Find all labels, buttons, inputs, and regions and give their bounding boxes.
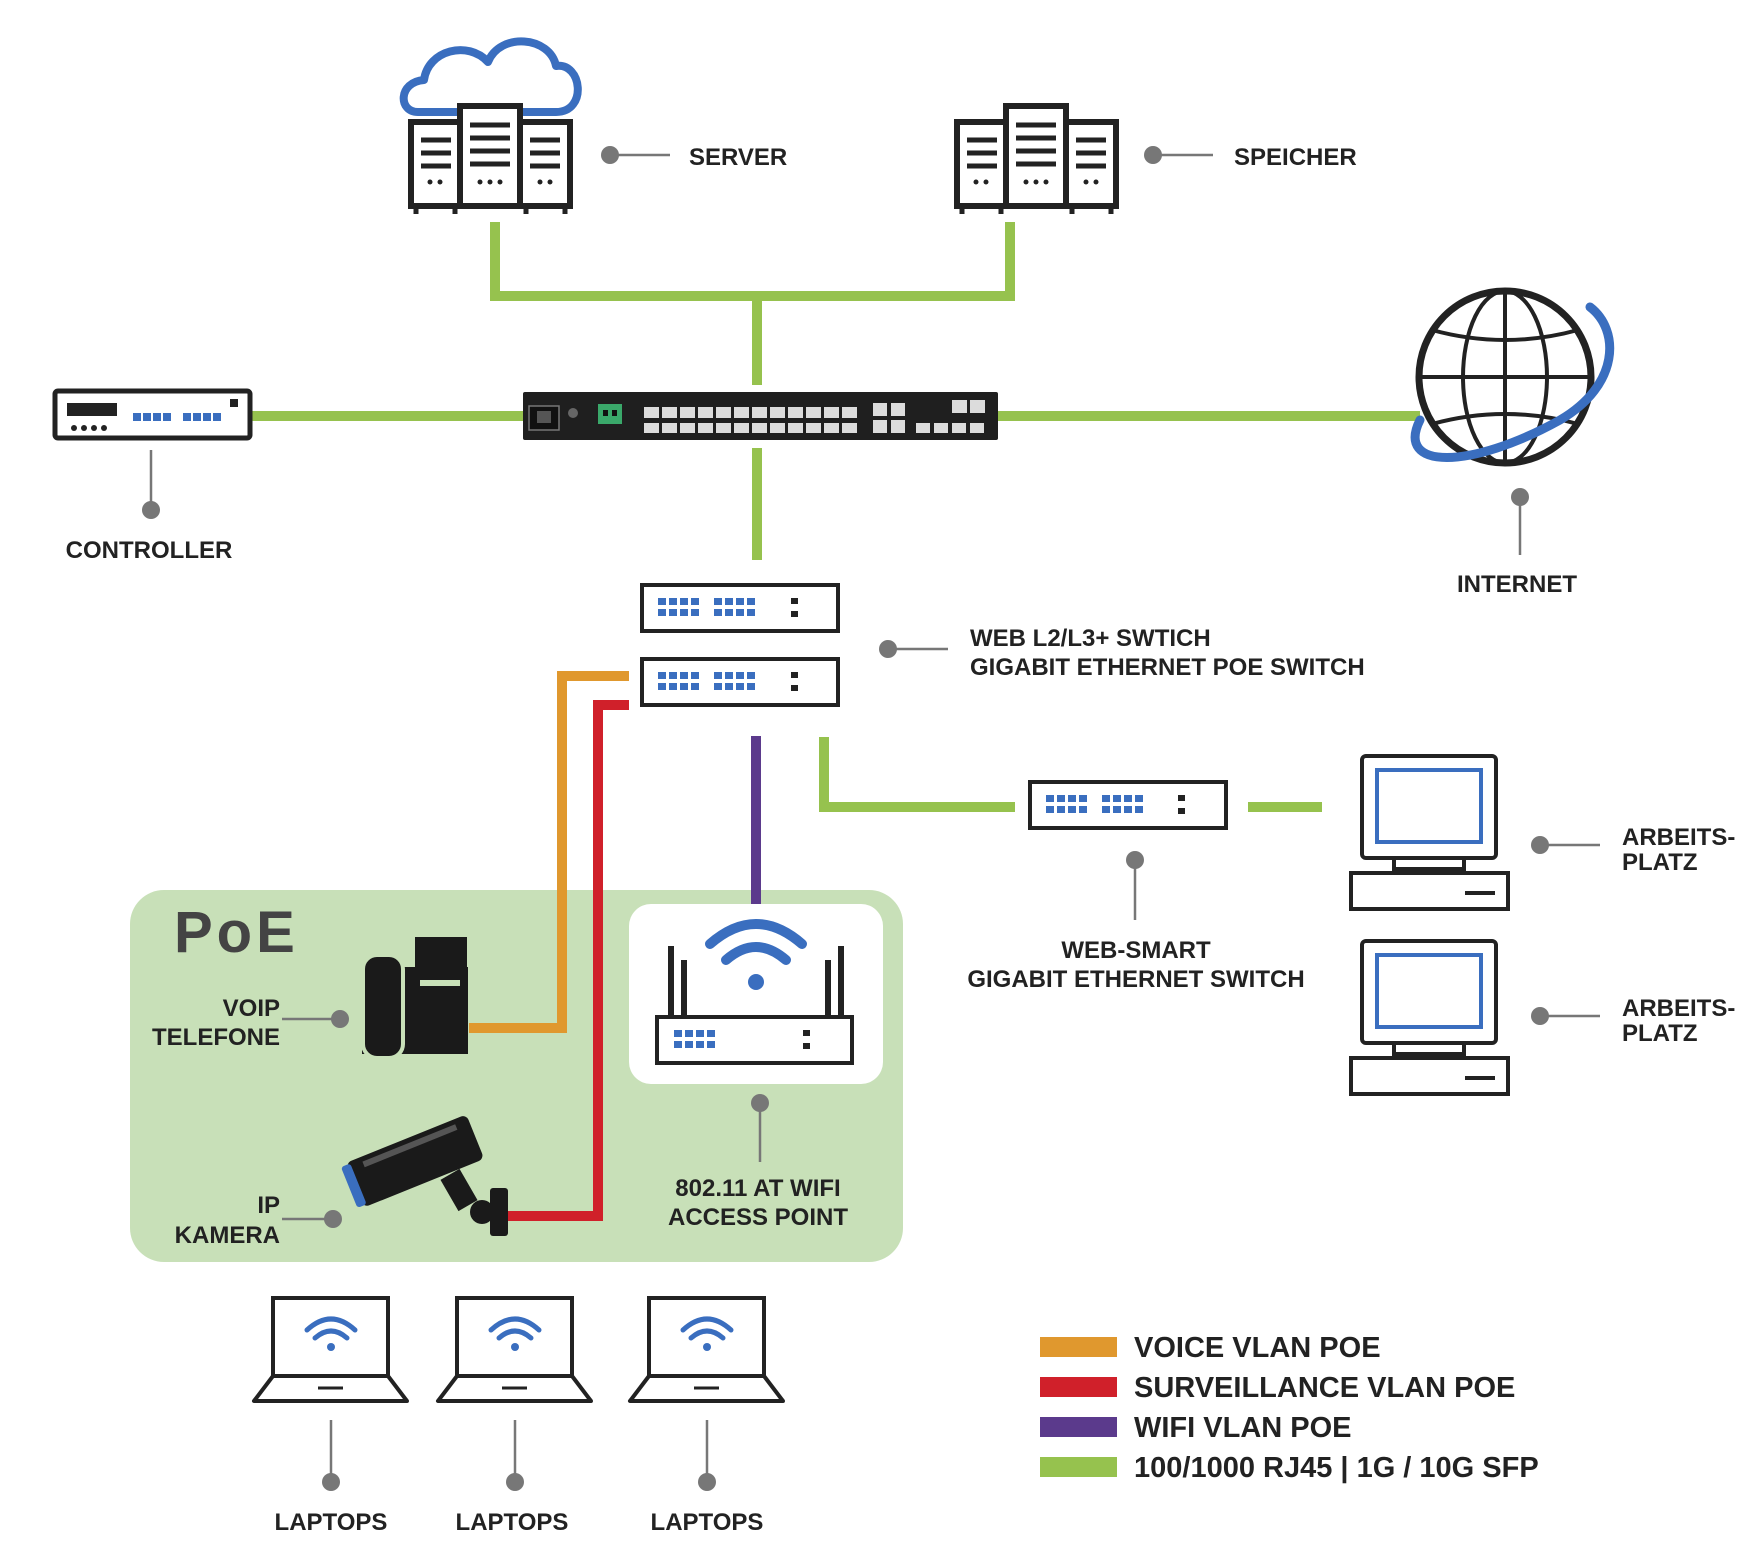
cloud-icon bbox=[399, 37, 582, 116]
legend-label: SURVEILLANCE VLAN POE bbox=[1134, 1372, 1515, 1404]
laptop-label-2: LAPTOPS bbox=[456, 1509, 569, 1536]
legend-label: 100/1000 RJ45 | 1G / 10G SFP bbox=[1134, 1452, 1539, 1484]
camera-label-line1: IP bbox=[257, 1192, 280, 1219]
laptop-icon bbox=[630, 1298, 783, 1401]
legend-item: WIFI VLAN POE bbox=[1040, 1412, 1352, 1444]
storage-label: SPEICHER bbox=[1234, 144, 1357, 171]
legend-item: SURVEILLANCE VLAN POE bbox=[1040, 1372, 1515, 1404]
smart-switch-label-line1: WEB-SMART bbox=[1061, 937, 1211, 964]
legend-item: 100/1000 RJ45 | 1G / 10G SFP bbox=[1040, 1452, 1539, 1484]
smart-switch-icon bbox=[1028, 780, 1228, 830]
core-switch-label-line2: GIGABIT ETHERNET POE SWITCH bbox=[970, 654, 1365, 681]
legend-label: VOICE VLAN POE bbox=[1134, 1332, 1381, 1364]
server-label: SERVER bbox=[689, 144, 787, 171]
legend-swatch bbox=[1040, 1417, 1117, 1437]
legend-swatch bbox=[1040, 1457, 1117, 1477]
workstation2-label-line2: PLATZ bbox=[1622, 1020, 1698, 1047]
legend-label: WIFI VLAN POE bbox=[1134, 1412, 1352, 1444]
core-switch-icon bbox=[523, 392, 998, 440]
globe-icon bbox=[1410, 287, 1615, 467]
laptop-label-1: LAPTOPS bbox=[275, 1509, 388, 1536]
laptop-icon bbox=[438, 1298, 591, 1401]
wifi-router-icon bbox=[655, 919, 854, 1065]
cable-poe-switch-smart bbox=[819, 737, 1015, 812]
ap-label-line1: 802.11 AT WIFI bbox=[675, 1175, 840, 1202]
storage-rack-icon bbox=[954, 106, 1119, 214]
desktop-computer-icon bbox=[1349, 754, 1510, 911]
legend-item: VOICE VLAN POE bbox=[1040, 1332, 1381, 1364]
legend: VOICE VLAN POE SURVEILLANCE VLAN POE WIF… bbox=[1040, 1332, 1539, 1484]
cable-voice-vlan bbox=[469, 671, 629, 1033]
workstation1-label-line1: ARBEITS- bbox=[1622, 824, 1735, 851]
wifi-icon bbox=[304, 1316, 358, 1341]
green-cables bbox=[250, 222, 1420, 812]
cable-surveillance-vlan bbox=[506, 700, 629, 1221]
ip-phone-icon bbox=[361, 937, 468, 1060]
controller-icon bbox=[52, 388, 253, 441]
server-rack-icon bbox=[408, 103, 573, 214]
poe-zone-title: PoE bbox=[174, 900, 299, 965]
workstation2-label-line1: ARBEITS- bbox=[1622, 995, 1735, 1022]
voip-label-line1: VOIP bbox=[223, 995, 280, 1022]
core-switch-label-line1: WEB L2/L3+ SWTICH bbox=[970, 625, 1211, 652]
cable-server-storage bbox=[490, 222, 1015, 301]
ip-camera-icon bbox=[341, 1116, 508, 1236]
laptop-icon bbox=[252, 1296, 409, 1403]
ap-label-line2: ACCESS POINT bbox=[668, 1204, 848, 1231]
internet-label: INTERNET bbox=[1457, 571, 1577, 598]
smart-switch-label-line2: GIGABIT ETHERNET SWITCH bbox=[967, 966, 1304, 993]
desktop-computer-icon bbox=[1349, 939, 1510, 1096]
legend-swatch bbox=[1040, 1337, 1117, 1357]
label-leaders bbox=[142, 146, 1600, 1491]
poe-switch-icon bbox=[640, 583, 840, 707]
camera-label-line2: KAMERA bbox=[175, 1222, 280, 1249]
workstation1-label-line2: PLATZ bbox=[1622, 849, 1698, 876]
legend-swatch bbox=[1040, 1377, 1117, 1397]
voip-label-line2: TELEFONE bbox=[152, 1024, 280, 1051]
controller-label: CONTROLLER bbox=[66, 537, 233, 564]
laptop-label-3: LAPTOPS bbox=[651, 1509, 764, 1536]
